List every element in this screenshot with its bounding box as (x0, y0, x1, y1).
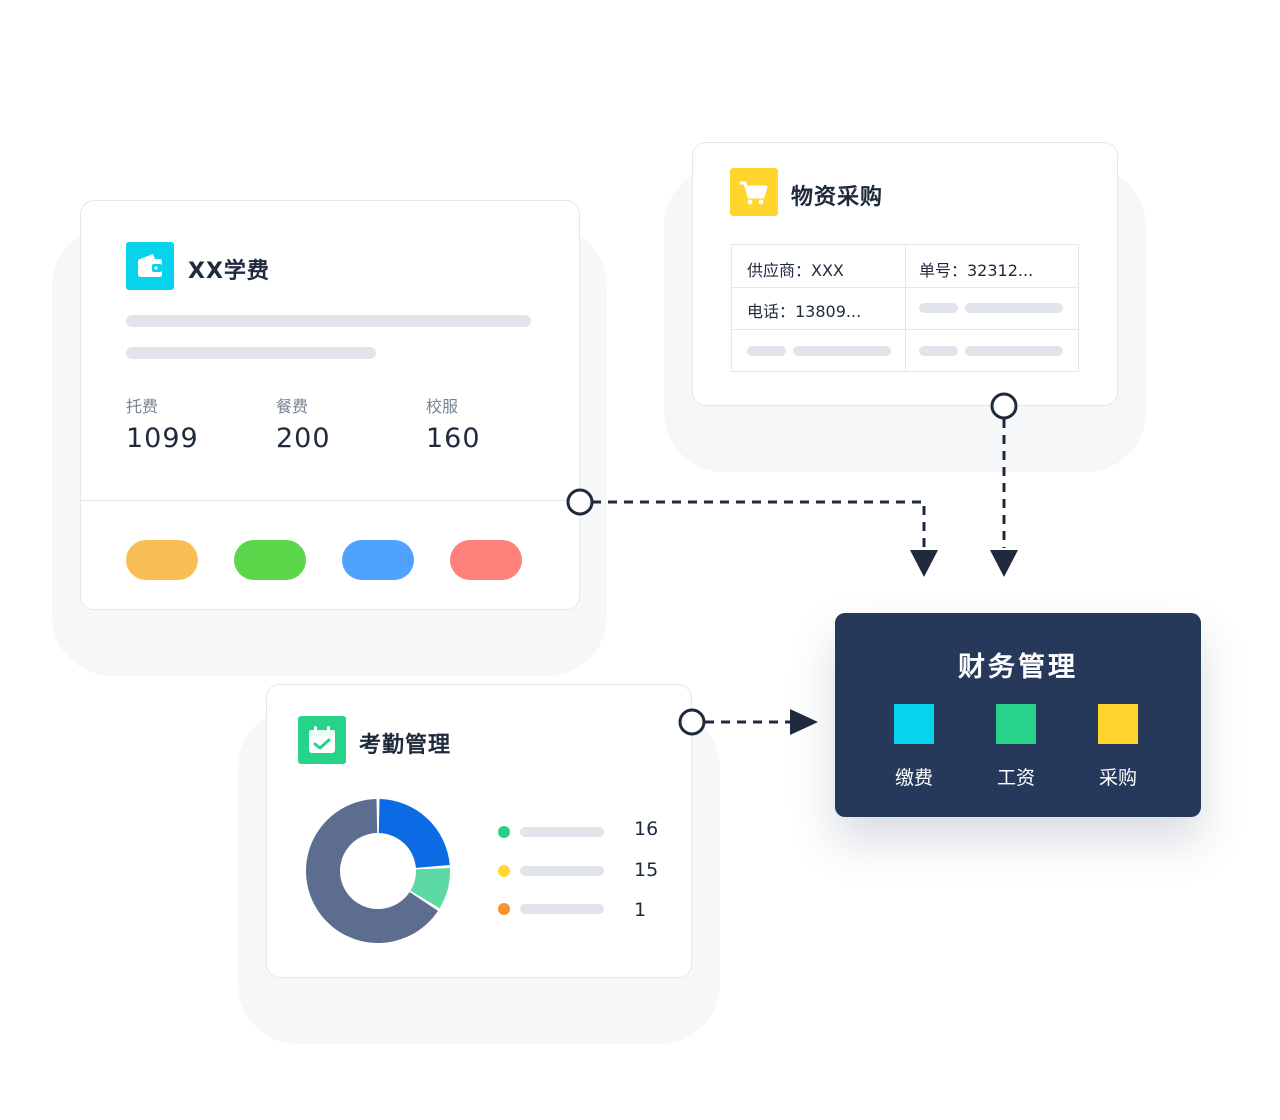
table-placeholder-long (965, 346, 1063, 356)
attendance-title: 考勤管理 (359, 733, 452, 758)
tuition-title: XX学费 (188, 259, 270, 284)
salary-label: 工资 (996, 767, 1035, 789)
stat-value-uniform: 160 (426, 423, 481, 454)
table-placeholder-short (919, 303, 958, 313)
table-placeholder-short (919, 346, 958, 356)
tuition-placeholder-bar-2 (126, 347, 376, 359)
legend-dot-yellow (498, 865, 510, 877)
pill-green (234, 540, 306, 580)
payment-square (894, 704, 934, 744)
donut-slice-blue (378, 799, 450, 868)
purchase-title: 物资采购 (791, 185, 884, 210)
legend-dot-orange (498, 903, 510, 915)
legend-placeholder-bar (520, 904, 604, 914)
supplier-cell: 供应商：XXX (747, 261, 844, 280)
stat-value-daycare: 1099 (126, 423, 199, 454)
stat-label-daycare: 托费 (126, 397, 159, 416)
payment-label: 缴费 (894, 767, 933, 789)
tuition-placeholder-bar-1 (126, 315, 531, 327)
finance-title: 财务管理 (958, 652, 1078, 683)
purchase-connector-node (990, 392, 1018, 420)
pill-red (450, 540, 522, 580)
table-row-divider-1 (732, 287, 1078, 288)
table-placeholder-short (747, 346, 786, 356)
arrowhead-right-icon (790, 709, 818, 735)
arrowhead-down-icon (990, 550, 1018, 577)
stat-value-meal: 200 (276, 423, 331, 454)
donut-slice-slate (306, 799, 438, 943)
legend-value-yellow: 15 (634, 859, 659, 881)
tuition-card: XX学费 托费 1099 餐费 200 校服 160 (80, 200, 580, 610)
table-placeholder-long (793, 346, 891, 356)
legend-value-orange: 1 (634, 899, 647, 921)
phone-cell: 电话：13809... (747, 302, 862, 321)
table-row-divider-2 (732, 329, 1078, 330)
arrowhead-down-icon (910, 550, 938, 577)
legend-placeholder-bar (520, 827, 604, 837)
pill-orange (126, 540, 198, 580)
tuition-connector-node (566, 488, 594, 516)
legend-dot-green (498, 826, 510, 838)
calendar-check-icon (298, 716, 346, 764)
tuition-to-finance-connector (592, 500, 926, 548)
legend-value-green: 16 (634, 818, 659, 840)
wallet-icon (126, 242, 174, 290)
stat-label-meal: 餐费 (276, 397, 309, 416)
pill-blue (342, 540, 414, 580)
attendance-connector-node (678, 708, 706, 736)
tuition-divider (81, 500, 579, 501)
order-number-cell: 单号：32312... (919, 261, 1034, 280)
finance-management-panel: 财务管理 缴费 工资 采购 (835, 613, 1201, 817)
table-placeholder-long (965, 303, 1063, 313)
table-col-divider (905, 245, 906, 371)
cart-icon (730, 168, 778, 216)
procurement-label: 采购 (1098, 767, 1137, 789)
donut-slice-mint (410, 867, 450, 909)
stat-label-uniform: 校服 (426, 397, 459, 416)
attendance-card: 考勤管理 16 15 1 (266, 684, 692, 978)
purchase-table: 供应商：XXX 单号：32312... 电话：13809... (731, 244, 1079, 372)
purchase-card: 物资采购 供应商：XXX 单号：32312... 电话：13809... (692, 142, 1118, 406)
attendance-donut-chart (306, 799, 450, 943)
salary-square (996, 704, 1036, 744)
procurement-square (1098, 704, 1138, 744)
legend-placeholder-bar (520, 866, 604, 876)
